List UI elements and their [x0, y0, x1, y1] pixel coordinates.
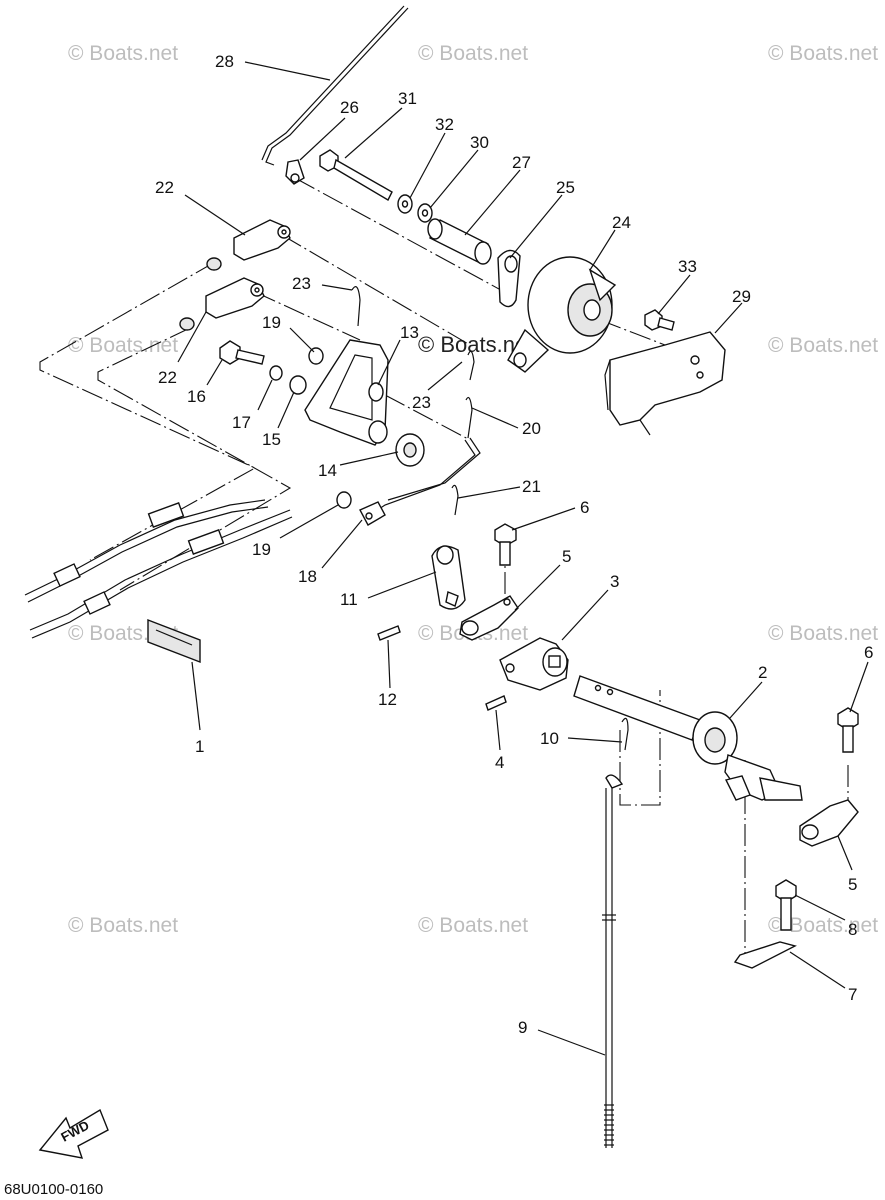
part-27-collar [427, 218, 492, 265]
part-17-washer [269, 365, 283, 381]
part-32-washer-hole [401, 200, 409, 208]
part-number-label: 28 [215, 52, 234, 71]
part-4-pin [485, 695, 507, 711]
part-13-lever-plate [304, 339, 389, 446]
cables [24, 499, 293, 639]
part-16-bolt [219, 340, 265, 365]
part-number-label: 19 [252, 540, 271, 559]
part-number-label: 6 [864, 643, 873, 662]
part-number-label: 26 [340, 98, 359, 117]
part-number-label: 29 [732, 287, 751, 306]
part-number-label: 14 [318, 461, 337, 480]
part-number-label: 11 [340, 590, 358, 609]
part-18-link [359, 437, 481, 526]
part-number-label: 22 [155, 178, 174, 197]
part-6-bolt [837, 707, 859, 753]
part-26-clip [285, 159, 305, 185]
part-number-label: 25 [556, 178, 575, 197]
part-number-label: 15 [262, 430, 281, 449]
part-3-collar [499, 637, 569, 691]
part-23-pin [467, 350, 475, 381]
part-8-bolt [775, 879, 797, 931]
nut [206, 257, 222, 271]
part-22-joint-upper [233, 219, 291, 261]
part-number-label: 12 [378, 690, 397, 709]
part-19-washer [336, 491, 352, 509]
part-10-pin [621, 717, 629, 751]
watermarks: © Boats.net © Boats.net © Boats.net © Bo… [68, 42, 878, 937]
part-12-pin [377, 625, 401, 641]
fwd-arrow-icon: FWD [38, 1108, 109, 1159]
part-labels: 28 26 31 32 30 27 25 24 22 33 29 23 19 1… [155, 52, 873, 1037]
part-number-label: 33 [678, 257, 697, 276]
watermark: © Boats.net [68, 42, 178, 65]
part-number-label: 5 [562, 547, 571, 566]
part-number-label: 23 [292, 274, 311, 293]
part-7-plate [733, 941, 797, 969]
watermark: © Boats.net [68, 334, 178, 357]
part-5-clamp [799, 799, 859, 847]
watermark: © Boats.net [768, 914, 878, 937]
part-5-clamp [459, 595, 519, 641]
part-number-label: 13 [400, 323, 419, 342]
part-1-label [147, 618, 201, 664]
part-number-label: 21 [522, 477, 541, 496]
part-number-label: 17 [232, 413, 251, 432]
part-number-label: 20 [522, 419, 541, 438]
assembly-lines [39, 177, 849, 955]
part-number-label: 31 [398, 89, 417, 108]
part-number-label: 16 [187, 387, 206, 406]
watermark: © Boats.net [418, 914, 528, 937]
part-number-label: 32 [435, 115, 454, 134]
part-23-pin [351, 286, 361, 327]
part-20-pin [465, 397, 473, 439]
part-number-label: 5 [848, 875, 857, 894]
part-11-lever [431, 545, 466, 610]
part-number-label: 4 [495, 753, 504, 772]
part-number-label: 24 [612, 213, 631, 232]
part-22-joint-lower [205, 277, 265, 319]
part-number-label: 19 [262, 313, 281, 332]
part-25-lever [497, 249, 521, 308]
part-number-label: 6 [580, 498, 589, 517]
part-number-label: 27 [512, 153, 531, 172]
part-6-bolt [494, 523, 517, 566]
diagram-code: 68U0100-0160 [4, 1181, 103, 1198]
part-9-rod [602, 774, 624, 1148]
part-number-label: 30 [470, 133, 489, 152]
part-number-label: 10 [540, 729, 559, 748]
part-29-bracket [604, 331, 726, 436]
watermark: © Boats.net [768, 622, 878, 645]
part-14-collar [395, 433, 425, 467]
part-number-label: 7 [848, 985, 857, 1004]
part-19-washer [308, 347, 324, 365]
watermark: © Boats.net [768, 334, 878, 357]
thread [604, 1104, 614, 1146]
leader-lines [177, 61, 869, 1056]
part-number-label: 1 [195, 737, 204, 756]
part-30-washer-hole [421, 209, 429, 217]
nut [179, 317, 195, 331]
watermark: © Boats.net [418, 42, 528, 65]
part-31-bolt [319, 149, 393, 201]
watermark: © Boats.net [768, 42, 878, 65]
part-number-label: 18 [298, 567, 317, 586]
part-number-label: 8 [848, 920, 857, 939]
part-15-washer [289, 375, 307, 395]
part-number-label: 3 [610, 572, 619, 591]
part-number-label: 2 [758, 663, 767, 682]
part-number-label: 23 [412, 393, 431, 412]
part-number-label: 9 [518, 1018, 527, 1037]
part-28-rod [261, 5, 409, 166]
part-21-pin [451, 484, 459, 516]
part-2-shaft [573, 675, 803, 801]
part-33-bolt [644, 309, 675, 331]
part-number-label: 22 [158, 368, 177, 387]
watermark: © Boats.net [68, 914, 178, 937]
part-24-cam [507, 256, 617, 373]
